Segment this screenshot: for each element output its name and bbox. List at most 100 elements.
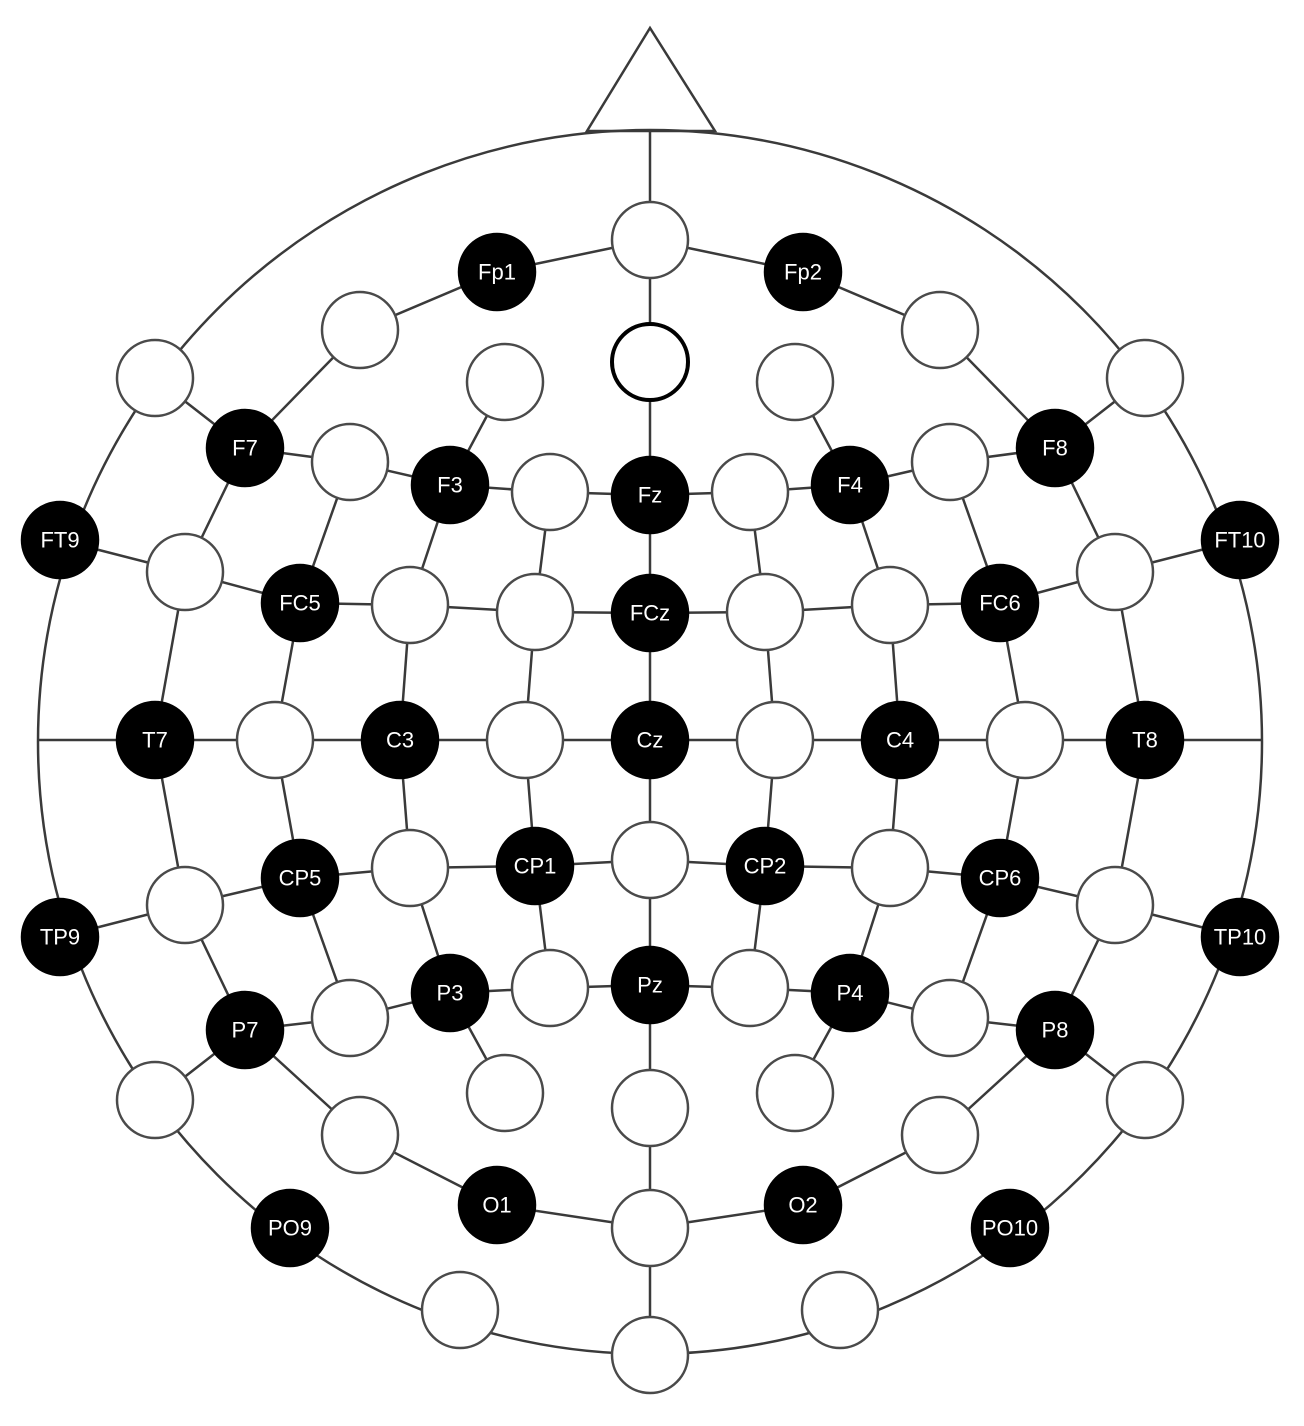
electrode-label: C3 — [386, 728, 414, 753]
electrode-circle — [710, 452, 790, 532]
electrode-cp5: CP5 — [260, 838, 340, 918]
electrode-label: F7 — [232, 436, 258, 461]
electrode-circle — [960, 563, 1040, 643]
electrode-f8: F8 — [1015, 408, 1095, 488]
electrode-label: O2 — [788, 1193, 817, 1218]
electrode-t7: T7 — [115, 700, 195, 780]
electrode-unlabeled — [485, 700, 565, 780]
electrode-label: F4 — [837, 473, 863, 498]
electrode-label: CP6 — [979, 866, 1022, 891]
electrode-circle — [900, 1095, 980, 1175]
electrode-circle — [850, 565, 930, 645]
electrode-p4: P4 — [810, 953, 890, 1033]
electrode-unlabeled — [910, 978, 990, 1058]
electrode-circle — [495, 826, 575, 906]
electrode-circle — [755, 342, 835, 422]
electrode-unlabeled — [370, 828, 450, 908]
electrode-unlabeled — [465, 342, 545, 422]
electrode-unlabeled — [900, 1095, 980, 1175]
electrode-circle — [115, 338, 195, 418]
electrode-circle — [610, 945, 690, 1025]
electrode-unlabeled — [755, 342, 835, 422]
electrode-unlabeled — [1105, 338, 1185, 418]
electrode-p3: P3 — [410, 953, 490, 1033]
electrode-circle — [725, 572, 805, 652]
electrode-fz: Fz — [610, 455, 690, 535]
electrode-circle — [763, 232, 843, 312]
electrode-circle — [910, 422, 990, 502]
electrode-f4: F4 — [810, 445, 890, 525]
electrode-circle — [970, 1188, 1050, 1268]
electrode-label: Fp1 — [478, 260, 516, 285]
electrode-circle — [320, 290, 400, 370]
electrode-label: FT9 — [40, 528, 79, 553]
electrode-circle — [310, 978, 390, 1058]
electrode-circle — [115, 1060, 195, 1140]
electrode-circle — [960, 838, 1040, 918]
electrode-f7: F7 — [205, 408, 285, 488]
electrode-unlabeled — [145, 865, 225, 945]
electrode-circle — [860, 700, 940, 780]
electrode-unlabeled — [115, 338, 195, 418]
electrode-label: F3 — [437, 473, 463, 498]
electrode-unlabeled — [735, 700, 815, 780]
electrode-fp1: Fp1 — [457, 232, 537, 312]
electrode-unlabeled — [610, 1068, 690, 1148]
electrode-circle — [763, 1165, 843, 1245]
electrode-label: P3 — [437, 981, 464, 1006]
electrode-fcz: FCz — [610, 573, 690, 653]
electrode-circle — [1015, 408, 1095, 488]
electrode-circle — [310, 422, 390, 502]
electrode-circle — [457, 232, 537, 312]
electrode-circle — [20, 897, 100, 977]
electrode-label: O1 — [482, 1193, 511, 1218]
electrode-label: T8 — [1132, 728, 1158, 753]
electrode-unlabeled — [320, 290, 400, 370]
electrode-unlabeled — [800, 1270, 880, 1350]
electrode-p8: P8 — [1015, 990, 1095, 1070]
electrode-label: FCz — [630, 601, 670, 626]
electrode-po10: PO10 — [970, 1188, 1050, 1268]
electrode-circle — [360, 700, 440, 780]
electrode-unlabeled — [610, 322, 690, 402]
electrode-circle — [610, 455, 690, 535]
electrode-label: CP5 — [279, 866, 322, 891]
electrode-tp9: TP9 — [20, 897, 100, 977]
electrode-circle — [260, 838, 340, 918]
electrode-label: FT10 — [1214, 528, 1265, 553]
electrode-f3: F3 — [410, 445, 490, 525]
electrode-circle — [205, 990, 285, 1070]
electrode-circle — [495, 572, 575, 652]
electrode-circle — [235, 700, 315, 780]
electrode-fp2: Fp2 — [763, 232, 843, 312]
electrode-label: F8 — [1042, 436, 1068, 461]
electrode-circle — [610, 1068, 690, 1148]
electrode-circle — [410, 953, 490, 1033]
electrode-label: FC6 — [979, 591, 1021, 616]
electrode-unlabeled — [145, 532, 225, 612]
electrode-unlabeled — [755, 1053, 835, 1133]
electrode-label: TP10 — [1214, 925, 1267, 950]
electrode-circle — [370, 565, 450, 645]
electrode-c4: C4 — [860, 700, 940, 780]
electrode-unlabeled — [510, 948, 590, 1028]
electrode-circle — [320, 1095, 400, 1175]
electrode-circle — [800, 1270, 880, 1350]
electrode-label: CP1 — [514, 854, 557, 879]
electrode-label: Fp2 — [784, 260, 822, 285]
electrode-circle — [610, 200, 690, 280]
electrode-label: TP9 — [40, 925, 80, 950]
electrode-unlabeled — [610, 1188, 690, 1268]
electrode-label: P4 — [837, 981, 864, 1006]
electrode-unlabeled — [850, 828, 930, 908]
electrode-c3: C3 — [360, 700, 440, 780]
electrode-circle — [115, 700, 195, 780]
electrode-label: T7 — [142, 728, 168, 753]
electrode-circle — [710, 948, 790, 1028]
electrode-t8: T8 — [1105, 700, 1185, 780]
electrode-circle — [510, 452, 590, 532]
electrode-unlabeled — [495, 572, 575, 652]
electrode-circle — [610, 1188, 690, 1268]
electrode-unlabeled — [1075, 865, 1155, 945]
electrode-circle — [465, 1053, 545, 1133]
